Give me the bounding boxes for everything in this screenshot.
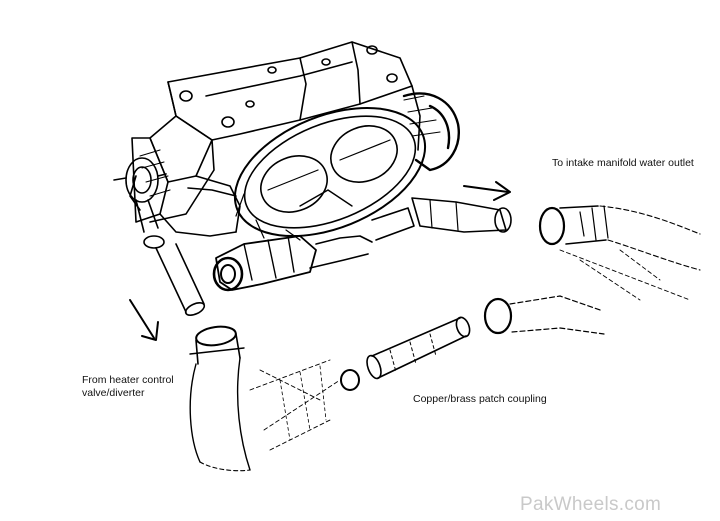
label-patch-coupling: Copper/brass patch coupling: [413, 393, 547, 405]
label-intake-manifold-outlet: To intake manifold water outlet: [552, 157, 694, 169]
throttle-body-housing: [129, 41, 460, 237]
coolant-outlet-nipple: [411, 197, 512, 233]
watermark: PakWheels.com: [520, 494, 662, 515]
label-heater-line-1: From heater control: [82, 374, 174, 386]
throttle-sensor-connector: [212, 207, 415, 292]
hose-to-intake-manifold: [538, 205, 701, 301]
throttle-bore: [233, 106, 427, 241]
flow-arrow-down: [129, 299, 159, 341]
label-heater-control-valve: From heater control valve/diverter: [82, 374, 174, 400]
patch-coupling: [340, 295, 605, 391]
label-heater-line-2: valve/diverter: [82, 387, 145, 399]
idle-air-valve: [113, 157, 206, 316]
hose-from-heater-valve: [189, 325, 341, 472]
flow-arrow-right: [463, 181, 511, 201]
